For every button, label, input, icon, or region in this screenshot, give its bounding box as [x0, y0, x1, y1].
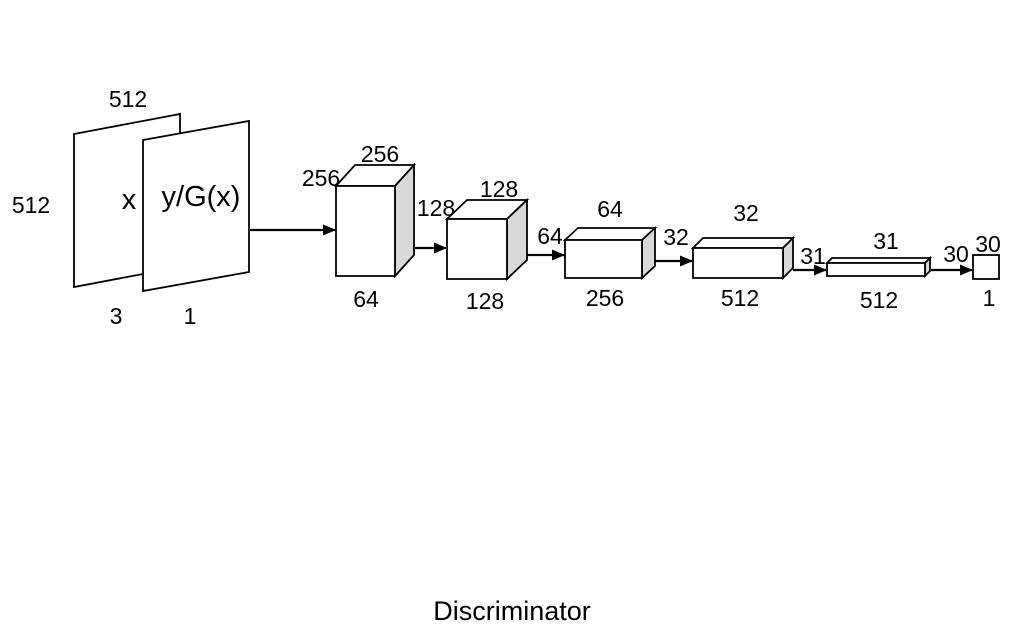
conv1-top-label: 256 [361, 141, 399, 167]
conv1-left-label: 256 [302, 165, 340, 191]
input-panel-y-gx [142, 119, 250, 293]
input-side-size-label: 512 [12, 192, 50, 218]
conv4-top-label: 32 [733, 200, 759, 226]
conv2-front-face [446, 218, 508, 280]
conv1-right-label: 128 [417, 195, 455, 221]
conv1-bottom-label: 64 [353, 286, 379, 312]
input-x-label: x [122, 184, 137, 216]
conv5-top-label: 31 [873, 228, 899, 254]
conv2-top-label: 128 [480, 176, 518, 202]
conv3-front-face [564, 239, 643, 279]
input-x-channels-label: 3 [110, 303, 123, 329]
conv3-top-face [562, 227, 658, 241]
output-patch [972, 254, 1000, 280]
conv3-top-label: 64 [597, 196, 623, 222]
conv2-right-label: 64 [537, 223, 563, 249]
conv2-bottom-label: 128 [466, 288, 504, 314]
conv5-front-face [826, 262, 926, 277]
conv1-side-face [394, 162, 415, 279]
output-top-label: 30 [975, 231, 1001, 257]
conv5-bottom-label: 512 [860, 287, 898, 313]
input-y-gx-label: y/G(x) [162, 181, 241, 213]
conv4-front-face [692, 247, 784, 279]
conv1-front-face [335, 185, 396, 277]
conv-block-1 [333, 162, 417, 279]
conv-block-4 [690, 235, 796, 281]
conv4-right-label: 31 [800, 243, 826, 269]
diagram-title: Discriminator [433, 596, 591, 626]
flow-arrows [250, 224, 973, 276]
conv4-top-face [690, 237, 796, 249]
conv-block-2 [444, 197, 530, 282]
conv3-bottom-label: 256 [586, 285, 624, 311]
output-bottom-label: 1 [983, 285, 996, 311]
conv-block-5 [824, 255, 933, 279]
block-labels: 256 256 128 64 128 64 128 64 32 256 32 3… [302, 141, 1001, 314]
conv-block-3 [562, 225, 658, 281]
input-labels: 512 512 x y/G(x) 3 1 [12, 86, 241, 329]
input-y-channels-label: 1 [184, 303, 197, 329]
conv5-right-label: 30 [943, 241, 969, 267]
conv4-bottom-label: 512 [721, 285, 759, 311]
input-panels [73, 112, 250, 293]
input-top-size-label: 512 [109, 86, 147, 112]
conv3-right-label: 32 [663, 224, 689, 250]
